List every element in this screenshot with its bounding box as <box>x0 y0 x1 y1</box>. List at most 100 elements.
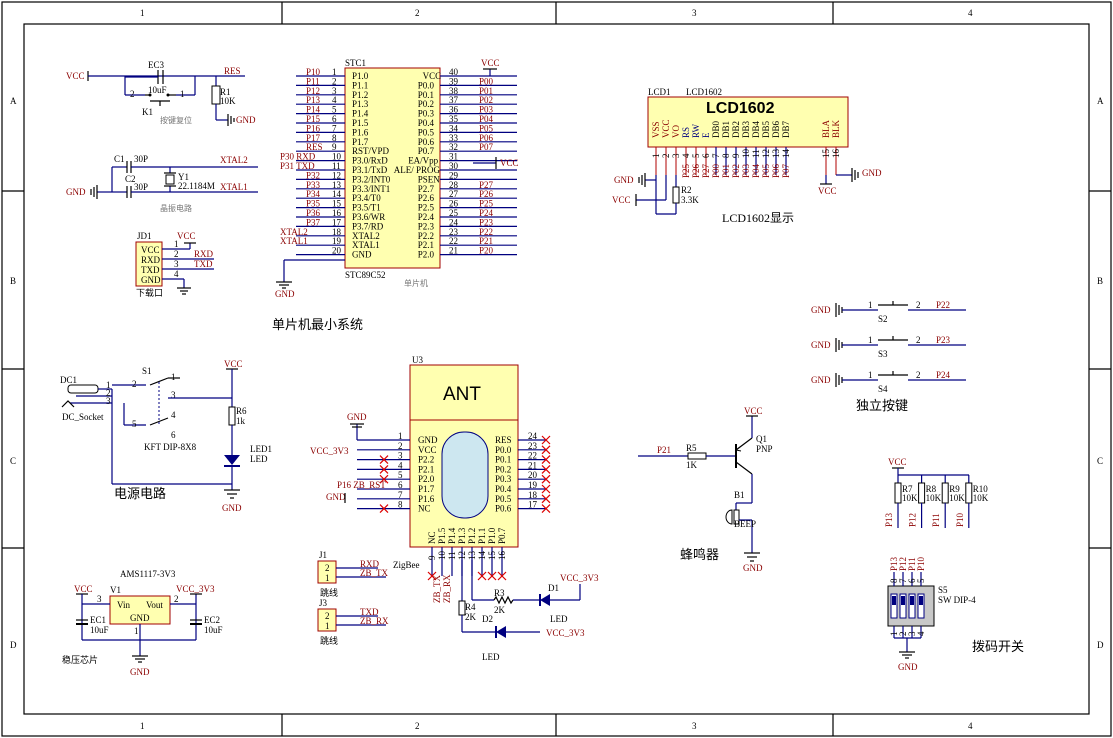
lcd-net-4: P25 <box>681 163 691 178</box>
mcu-net-6: P15 <box>306 114 321 124</box>
zb-vcc33-net: VCC_3V3 <box>310 446 349 456</box>
crystal-xtal2-net: XTAL2 <box>220 155 248 165</box>
pullup-value-R7: 10K <box>902 493 918 503</box>
r3-value: 2K <box>494 605 506 615</box>
mcu-pin-num-28: 28 <box>449 180 459 190</box>
mcu-pin-name-12: P3.2/INT0 <box>352 174 391 184</box>
zb-pin-name-24: RES <box>495 435 512 445</box>
row-label-b-right: B <box>1097 276 1103 286</box>
led1-ref: LED1 <box>250 444 272 454</box>
crystal-caption: 晶振电路 <box>160 203 192 213</box>
zigbee-name: ZigBee <box>393 560 420 570</box>
lcd-pin-name-12: DB5 <box>761 120 771 138</box>
zb-pin-num-9: 9 <box>427 555 437 560</box>
zb-pin-num-13: 13 <box>467 551 477 561</box>
s1-pin3: 3 <box>171 390 176 400</box>
mcu-ref: STC1 <box>345 58 366 68</box>
mcu-pin-name-35: P0.4 <box>418 118 435 128</box>
mcu-pin-name-13: P3.3/INT1 <box>352 184 390 194</box>
lcd-net-12: P05 <box>761 163 771 178</box>
zb-pin-num-16: 16 <box>497 551 507 561</box>
reg-vout: Vout <box>146 600 163 610</box>
jd1-rxd-net: RXD <box>194 249 214 259</box>
lcd-net-8: P01 <box>721 164 731 178</box>
col-label-3-bottom: 3 <box>692 721 697 731</box>
j3-pin1: 1 <box>325 621 330 631</box>
jd1-pin4: 4 <box>174 269 179 279</box>
zb-pin-num-15: 15 <box>487 551 497 561</box>
col-label-2: 2 <box>415 8 420 18</box>
zb-pin-name-22: P0.1 <box>495 455 511 465</box>
key-net-S2: P22 <box>936 300 950 310</box>
dc1-pin3: 3 <box>106 396 111 406</box>
u3-ref: U3 <box>412 355 423 365</box>
mcu-pin-name-11: P3.1/TxD <box>352 165 388 175</box>
pullup-value-R8: 10K <box>926 493 942 503</box>
zb-pin-num-20: 20 <box>528 470 538 480</box>
lcd-pin-name-5: RW <box>691 123 701 138</box>
jd1-pin1: 1 <box>174 239 179 249</box>
zigbee-ant-label: ANT <box>443 384 481 405</box>
key-gnd-S3: GND <box>811 340 831 350</box>
j1-pin2: 2 <box>325 563 330 573</box>
dip-net-P10: P10 <box>916 556 926 571</box>
lcd-pin-name-1: VSS <box>651 121 661 138</box>
mcu-net-25: P24 <box>479 208 494 218</box>
mcu-pin-num-34: 34 <box>449 123 459 133</box>
d2-vcc33-net: VCC_3V3 <box>546 628 585 638</box>
mcu-pin-num-1: 1 <box>332 67 337 77</box>
mcu-pin-num-21: 21 <box>449 246 458 256</box>
section-title-keys: 独立按键 <box>856 399 908 414</box>
reset-res-net: RES <box>224 66 241 76</box>
mcu-pin-name-20: GND <box>352 250 372 260</box>
mcu-pin-name-18: XTAL2 <box>352 231 380 241</box>
row-label-a-right: A <box>1097 96 1104 106</box>
lcd-pin-name-10: DB3 <box>741 120 751 138</box>
j3-txd-net: TXD <box>360 607 379 617</box>
pullup-net-R10: P10 <box>955 512 965 527</box>
j1-rxd-net: RXD <box>360 559 380 569</box>
lcd-pin-name-3: VO <box>671 125 681 138</box>
reg-pin1: 1 <box>134 626 139 636</box>
zb-pin-name-1: GND <box>418 435 438 445</box>
mcu-body <box>344 67 441 269</box>
pullup-net-R8: P12 <box>908 513 918 527</box>
lcd-pin-num-12: 12 <box>761 149 771 158</box>
col-label-2-bottom: 2 <box>415 721 420 731</box>
zb-pin-num-24: 24 <box>528 431 538 441</box>
lcd-pin-name-9: DB2 <box>731 121 741 138</box>
r4-value: 2K <box>465 612 477 622</box>
k1-ref: K1 <box>142 107 153 117</box>
lcd-part: LCD1602 <box>686 87 722 97</box>
mcu-pin-name-38: P0.1 <box>418 90 434 100</box>
c1-value: 30P <box>134 154 148 164</box>
lcd-net-13: P06 <box>771 163 781 178</box>
mcu-pin-num-13: 13 <box>332 180 342 190</box>
mcu-net-5: P14 <box>306 105 321 115</box>
zb-pin-num-21: 21 <box>528 460 537 470</box>
lcd-pin-name-13: DB6 <box>771 120 781 138</box>
led1-value: LED <box>250 454 268 464</box>
mcu-net-28: P27 <box>479 180 494 190</box>
dip-top-pin-5: 5 <box>916 578 926 583</box>
lcd1602-module: LCD1 LCD1602 LCD1602 VSS1VCC2VO3RS4P25RW… <box>612 87 882 215</box>
mcu-pin-num-32: 32 <box>449 142 458 152</box>
pullup-ref-R10: R10 <box>973 484 989 494</box>
jd1-pin3: 3 <box>174 259 179 269</box>
col-label-4-bottom: 4 <box>968 721 973 731</box>
crystal-circuit: C1 30P C2 30P GND Y1 22.1184M XTAL2 XTAL… <box>66 154 258 213</box>
dip-net-P12: P12 <box>898 557 908 571</box>
zb-rst-net: P16 ZB_RST <box>337 480 386 490</box>
lcd-pin-num-4: 4 <box>681 153 691 158</box>
mcu-pin-num-40: 40 <box>449 67 459 77</box>
zb-pin-name-3: P2.2 <box>418 455 434 465</box>
zb-pin-name-8: NC <box>418 504 431 514</box>
mcu-net-1: P10 <box>306 67 321 77</box>
lcd-net-14: P07 <box>781 163 791 178</box>
reg-ref: V1 <box>110 585 121 595</box>
mcu-pin-num-37: 37 <box>449 95 459 105</box>
row-label-d: D <box>10 640 17 650</box>
mcu-pin-num-3: 3 <box>332 86 337 96</box>
crystal-xtal1-net: XTAL1 <box>220 182 248 192</box>
